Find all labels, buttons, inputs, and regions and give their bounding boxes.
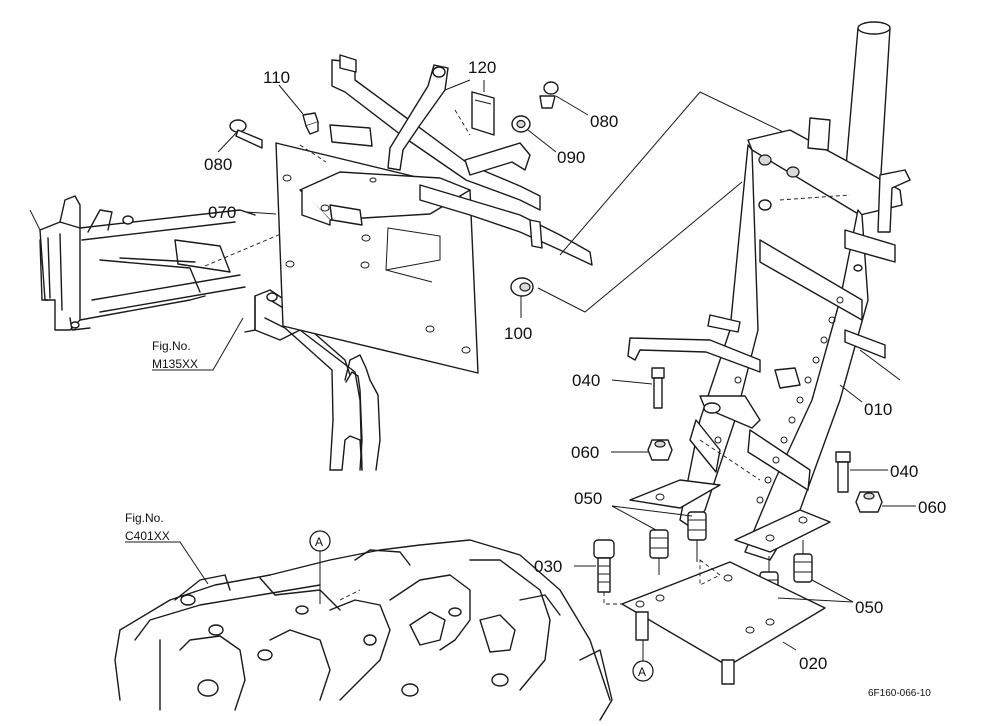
bolt-110 — [302, 112, 319, 135]
bolt-030 — [593, 539, 615, 593]
part-number-080-right: 080 — [590, 112, 618, 131]
part-number-020: 020 — [799, 654, 827, 673]
column-foot-mounts — [629, 479, 831, 553]
part-number-050-left: 050 — [574, 489, 602, 508]
part-number-070: 070 — [208, 203, 236, 222]
part-number-120: 120 — [468, 58, 496, 77]
nut-060-left — [647, 439, 673, 461]
part-number-030: 030 — [534, 557, 562, 576]
figure-ref-code: C401XX — [125, 529, 170, 543]
part-number-040-right: 040 — [890, 462, 918, 481]
part-number-040-left: 040 — [572, 371, 600, 390]
callout-box-lines — [444, 79, 801, 313]
part-number-090: 090 — [557, 148, 585, 167]
label-plate-120 — [471, 91, 495, 136]
svg-text:A: A — [315, 535, 323, 549]
part-number-050-right: 050 — [855, 598, 883, 617]
figure-reference-c401: Fig.No. C401XX — [125, 511, 209, 585]
transmission-housing-c401 — [114, 539, 613, 721]
part-number-010: 010 — [864, 400, 892, 419]
part-number-060-right: 060 — [918, 498, 946, 517]
bushing-100 — [510, 277, 534, 297]
part-number-110: 110 — [263, 68, 290, 87]
base-plate-020 — [603, 559, 826, 685]
part-number-060-left: 060 — [571, 443, 599, 462]
steering-column-010 — [627, 21, 911, 561]
figure-reference-m135: Fig.No. M135XX — [152, 317, 244, 371]
rubber-mount-050-a — [649, 529, 669, 575]
reference-marker-a-lower: A — [632, 640, 654, 682]
part-labels: 110 120 080 080 090 070 100 010 040 040 … — [204, 58, 946, 673]
figure-ref-title: Fig.No. — [152, 339, 191, 353]
part-number-100: 100 — [504, 324, 532, 343]
drawing-code: 6F160-066-10 — [868, 688, 931, 699]
bolt-040-left — [651, 367, 665, 409]
svg-text:A: A — [638, 665, 646, 679]
bolt-080-right — [539, 81, 559, 109]
rubber-mount-050-b — [687, 511, 707, 562]
nut-060-right — [855, 491, 883, 513]
figure-ref-title: Fig.No. — [125, 511, 164, 525]
reference-marker-a-upper: A — [309, 530, 331, 604]
bushing-090 — [511, 115, 531, 133]
rubber-mount-050-d — [793, 540, 813, 583]
bolt-080-left — [229, 119, 263, 149]
bolt-040-right — [835, 451, 851, 493]
figure-ref-code: M135XX — [152, 357, 198, 371]
part-number-080-left: 080 — [204, 155, 232, 174]
bracket-arm-assembly — [299, 54, 593, 266]
